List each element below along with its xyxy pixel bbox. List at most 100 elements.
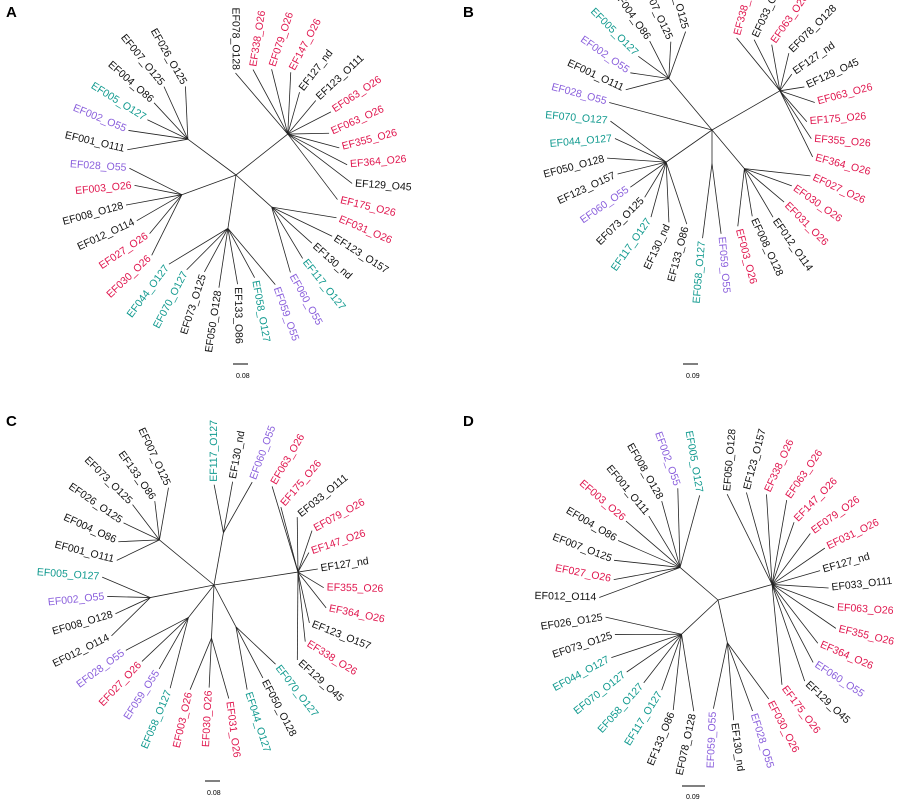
leaf-branch: [132, 504, 160, 541]
leaf-label: EF028_O55: [70, 158, 127, 174]
leaf-label: EF026_O125: [540, 611, 604, 632]
leaf-branch: [287, 133, 348, 166]
internal-branch: [213, 571, 299, 586]
leaf-branch: [227, 228, 255, 278]
leaf-branch: [711, 163, 722, 234]
leaf-label: EF033_O111: [831, 575, 893, 594]
leaf-branch: [661, 501, 681, 568]
leaf-branch: [648, 515, 681, 568]
leaf-branch: [159, 487, 169, 540]
leaf-branch: [744, 168, 785, 203]
leaf-label: EF044_O127: [549, 133, 612, 150]
leaf-branch: [218, 228, 229, 288]
leaf-branch: [726, 493, 773, 585]
leaf-label: EF133_O86: [232, 287, 245, 344]
leaf-branch: [287, 133, 338, 200]
leaf-branch: [208, 638, 212, 688]
leaf-label: EF117_O127: [208, 420, 220, 482]
leaf-label: EF005_O127: [683, 430, 706, 494]
leaf-branch: [727, 642, 770, 700]
leaf-branch: [668, 41, 672, 79]
leaf-label: EF031_O26: [223, 701, 242, 759]
leaf-branch: [772, 584, 829, 589]
leaf-branch: [753, 39, 781, 91]
leaf-branch: [213, 484, 224, 533]
leaf-label: EF355_O26: [837, 623, 895, 648]
leaf-branch: [726, 642, 735, 721]
leaf-branch: [771, 570, 821, 585]
leaf-branch: [287, 111, 332, 135]
leaf-branch: [712, 642, 728, 709]
leaf-branch: [668, 31, 686, 79]
leaf-branch: [287, 72, 292, 135]
scale-label-d: 0.09: [686, 794, 700, 801]
leaf-branch: [630, 72, 669, 79]
internal-branch: [711, 90, 781, 131]
leaf-branch: [296, 572, 299, 660]
leaf-branch: [779, 73, 793, 92]
internal-branch: [235, 133, 289, 176]
internal-branch: [717, 584, 773, 601]
leaf-branch: [599, 567, 681, 598]
internal-branch: [665, 129, 713, 163]
leaf-branch: [235, 626, 248, 690]
internal-branch: [211, 584, 215, 639]
leaf-branch: [297, 568, 318, 573]
leaf-label: EF130_nd: [227, 430, 247, 480]
leaf-branch: [163, 86, 189, 140]
leaf-label: EF063_O26: [816, 81, 874, 107]
leaf-branch: [614, 138, 667, 163]
leaf-branch: [744, 168, 753, 217]
leaf-branch: [665, 161, 688, 225]
leaf-branch: [169, 617, 189, 689]
leaf-label: EF063_O26: [837, 601, 894, 617]
leaf-branch: [771, 584, 835, 608]
tree-edges-a: [125, 69, 353, 288]
leaf-branch: [744, 168, 774, 218]
leaf-branch: [614, 559, 681, 568]
leaf-branch: [185, 86, 189, 140]
internal-branch: [187, 138, 237, 176]
leaf-branch: [153, 102, 189, 140]
leaf-label: EF127_nd: [821, 550, 871, 575]
leaf-branch: [625, 520, 681, 568]
leaf-branch: [125, 194, 182, 206]
leaf-label: EF355_O26: [341, 127, 399, 153]
leaf-branch: [744, 168, 792, 187]
internal-branch: [150, 584, 215, 598]
leaf-branch: [609, 102, 669, 119]
leaf-branch: [227, 228, 238, 285]
leaf-branch: [771, 522, 795, 585]
leaf-branch: [134, 184, 182, 196]
leaf-branch: [677, 488, 681, 568]
leaf-branch: [129, 167, 183, 196]
leaf-branch: [771, 584, 837, 629]
tree-leaves-b: EF338_O26EF033_O111EF063_O26EF078_O128EF…: [542, 0, 874, 304]
leaf-branch: [235, 626, 264, 679]
leaf-label: EF127_nd: [320, 555, 370, 574]
leaf-branch: [681, 634, 695, 712]
leaf-branch: [297, 571, 310, 624]
internal-branch: [213, 532, 224, 586]
leaf-branch: [617, 540, 681, 568]
internal-branch: [668, 118, 713, 131]
leaf-branch: [296, 517, 299, 573]
tree-edges-c: [102, 481, 327, 699]
leaf-branch: [211, 637, 230, 699]
leaf-branch: [736, 37, 781, 92]
leaf-branch: [626, 633, 682, 673]
leaf-branch: [271, 486, 299, 573]
leaf-branch: [227, 228, 276, 285]
leaf-branch: [607, 157, 667, 163]
leaf-branch: [158, 617, 189, 670]
leaf-label: EF012_O114: [534, 590, 596, 603]
leaf-branch: [630, 161, 667, 188]
scale-label-a: 0.08: [236, 373, 250, 380]
leaf-branch: [771, 500, 788, 585]
leaf-label: EF364_O26: [328, 602, 386, 625]
leaf-branch: [125, 617, 189, 651]
panel-letter-c: C: [6, 413, 17, 430]
leaf-branch: [271, 206, 337, 219]
leaf-label: EF050_O128: [203, 290, 224, 354]
internal-branch: [227, 174, 237, 229]
